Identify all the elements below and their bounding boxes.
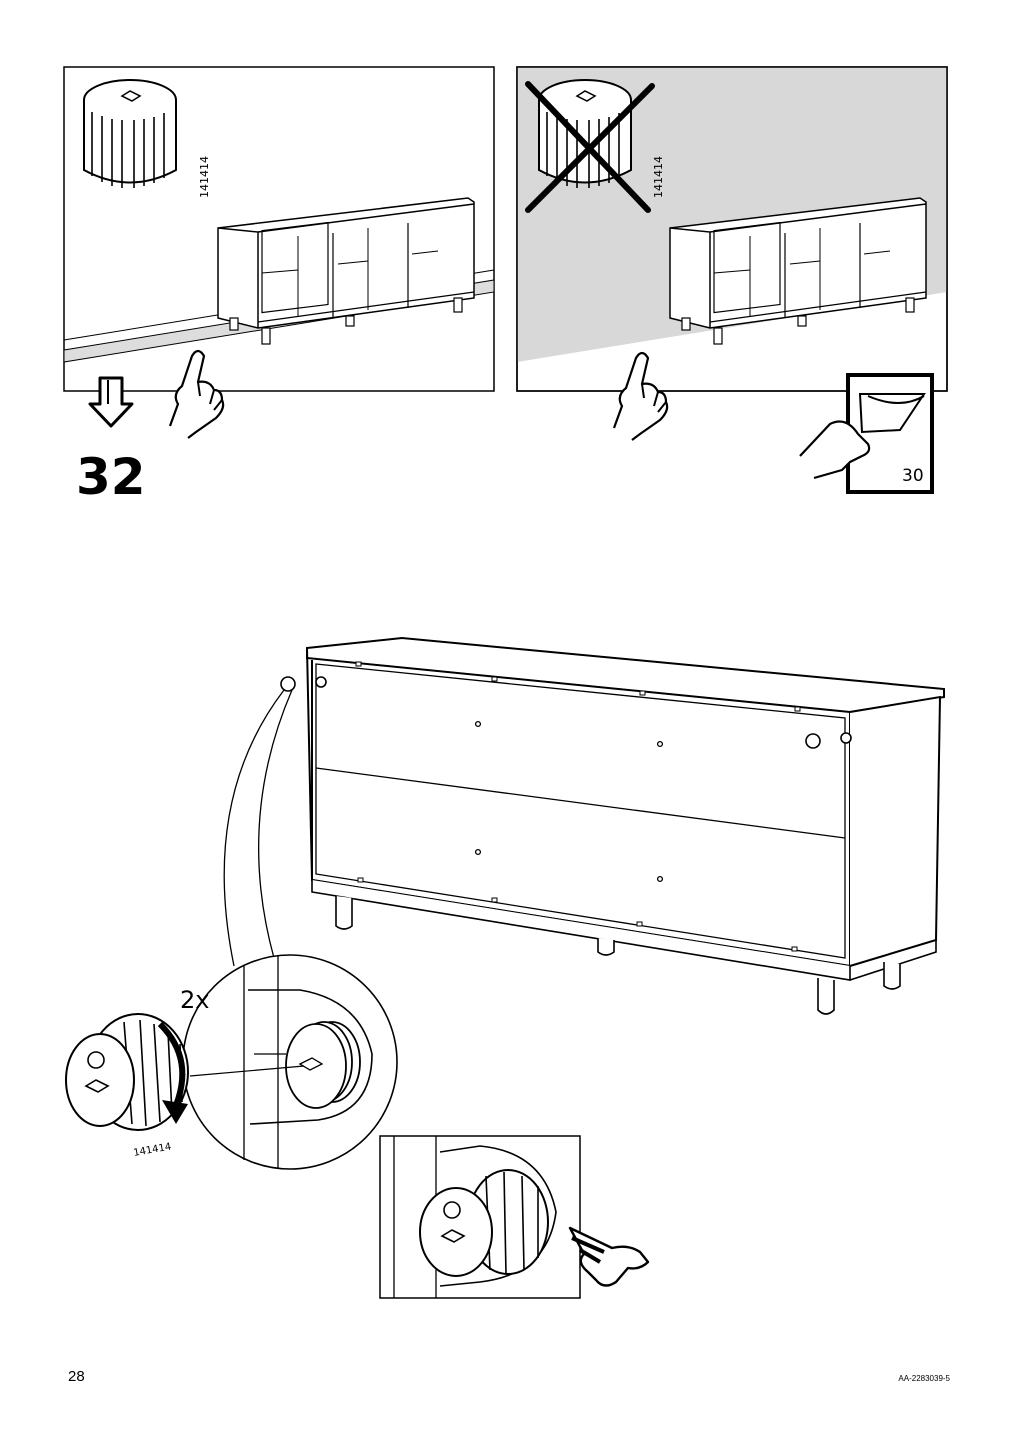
detail-callout-circle — [182, 954, 398, 1170]
quantity-label: 2x — [180, 986, 209, 1014]
final-detail-box — [379, 1135, 581, 1299]
panel-incorrect-placement: 141414 — [516, 66, 948, 392]
knob-article-number: 141414 — [133, 1141, 173, 1158]
page-reference-icon: 30 — [799, 373, 934, 494]
document-code: AA-2283039-5 — [898, 1374, 950, 1383]
article-number-label-2: 141414 — [652, 156, 665, 198]
rotate-arrow-icon — [157, 1021, 186, 1112]
pressing-hand-icon — [568, 1226, 650, 1287]
step-number: 32 — [76, 448, 146, 506]
down-arrow-icon — [88, 376, 134, 428]
knob-detail: 141414 — [65, 1013, 305, 1159]
sideboard-back-view — [280, 636, 945, 1015]
panel-correct-placement: 141414 — [63, 66, 495, 392]
article-number-label: 141414 — [198, 156, 211, 198]
page-reference-number: 30 — [902, 466, 924, 486]
page-number: 28 — [68, 1368, 85, 1385]
cross-out-icon — [525, 81, 655, 213]
